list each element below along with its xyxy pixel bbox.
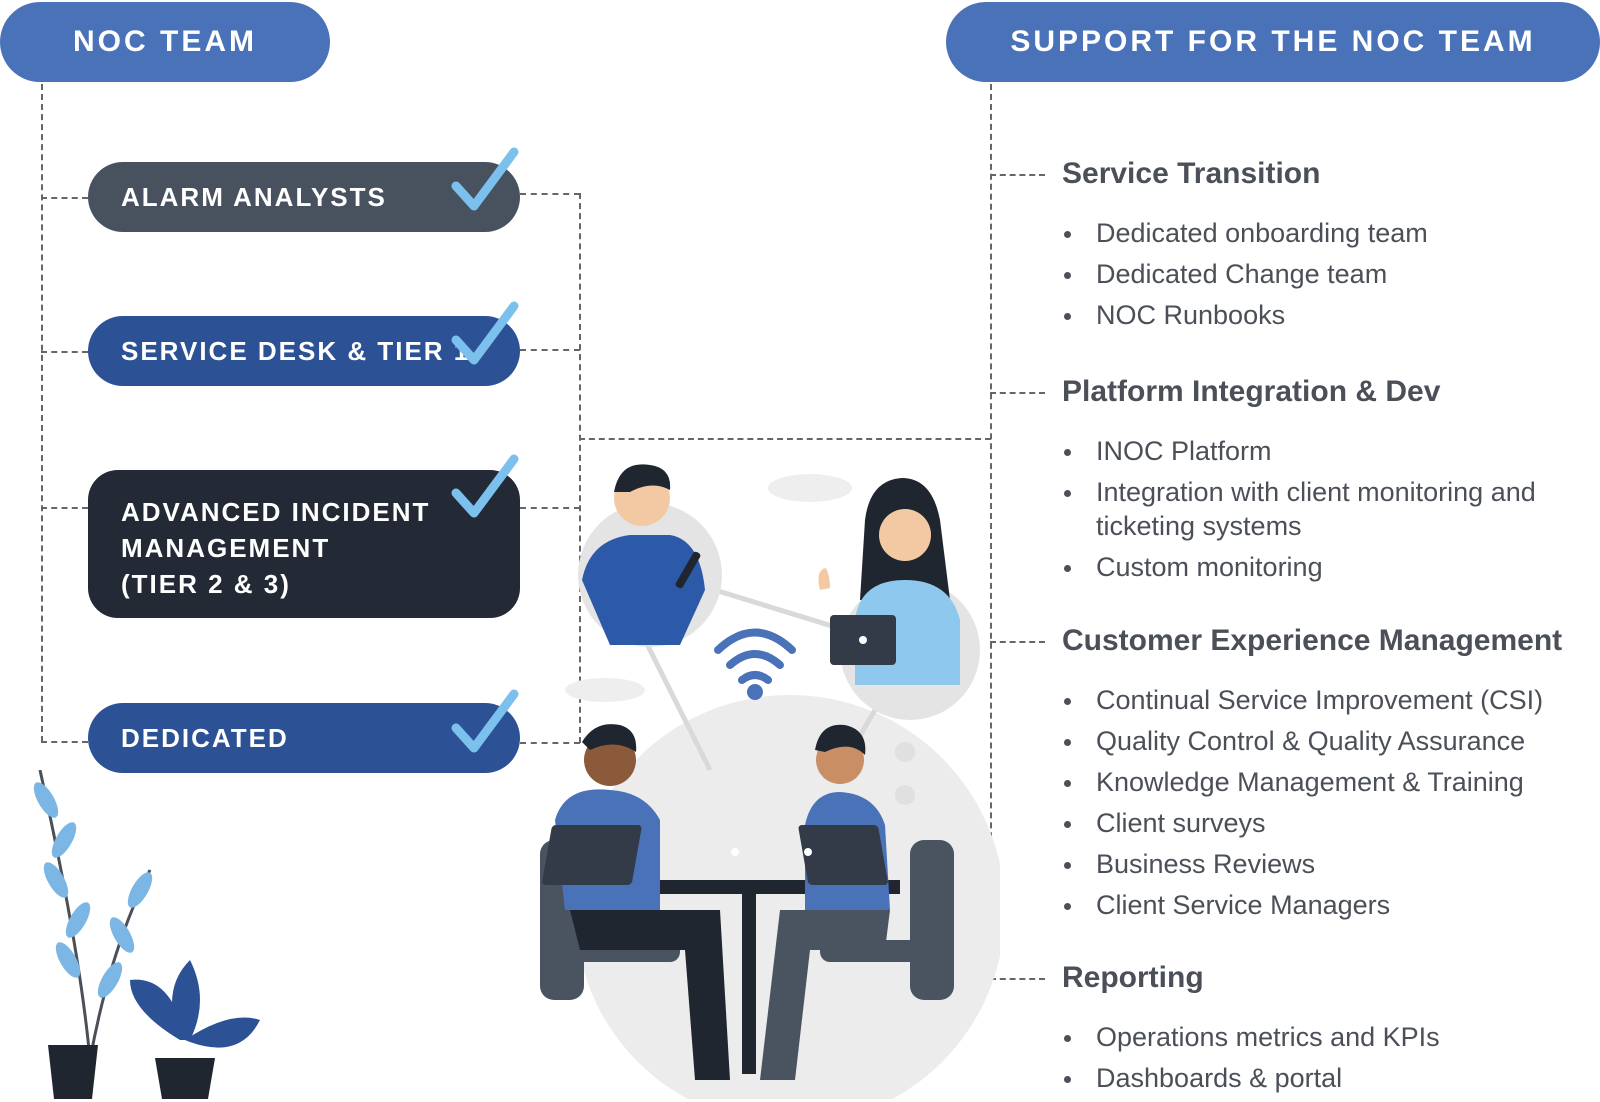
- noc-connector-vertical: [41, 84, 43, 742]
- list-item: Integration with client monitoring and t…: [1062, 475, 1542, 543]
- section-title-cx: Customer Experience Management: [1062, 624, 1563, 657]
- checkmark-icon: [451, 301, 519, 365]
- list-item: Knowledge Management & Training: [1062, 765, 1543, 799]
- connector-cx: [990, 641, 1045, 643]
- platform-list: INOC Platform Integration with client mo…: [1062, 434, 1542, 591]
- person-illustration: [760, 724, 954, 1080]
- connector-alarm: [41, 197, 88, 199]
- wifi-icon: [714, 628, 796, 700]
- background-circle: [575, 695, 1000, 1099]
- noc-team-header: NOC TEAM: [0, 2, 330, 82]
- team-illustration: [540, 464, 1000, 1099]
- connector-reporting: [990, 978, 1045, 980]
- person-illustration: [818, 478, 980, 720]
- phone-icon: [675, 551, 701, 589]
- person-illustration: [578, 464, 722, 647]
- connector-advanced: [41, 507, 88, 509]
- connector-right-alarm: [520, 193, 580, 195]
- checkmark-icon: [451, 689, 519, 753]
- section-title-service-transition: Service Transition: [1062, 157, 1321, 190]
- connector-right-dedicated: [520, 742, 580, 744]
- role-label: DEDICATED: [121, 722, 289, 753]
- role-label: (TIER 2 & 3): [121, 569, 291, 599]
- laptop-icon: [798, 825, 888, 885]
- connector-service-transition: [990, 174, 1045, 176]
- role-label: SERVICE DESK & TIER 1: [121, 335, 471, 366]
- connector-right-service: [520, 349, 580, 351]
- cx-list: Continual Service Improvement (CSI) Qual…: [1062, 683, 1543, 929]
- list-item: Operations metrics and KPIs: [1062, 1020, 1440, 1054]
- role-dedicated: DEDICATED: [88, 703, 520, 773]
- role-label: ALARM ANALYSTS: [121, 181, 387, 212]
- checkmark-icon: [451, 147, 519, 211]
- noc-right-vertical: [579, 193, 581, 743]
- connector-service: [41, 351, 88, 353]
- connector-platform: [990, 392, 1045, 394]
- list-item: Client Service Managers: [1062, 888, 1543, 922]
- connector-right-advanced: [520, 507, 580, 509]
- role-label: MANAGEMENT: [121, 533, 331, 563]
- bridge-connector: [579, 438, 991, 440]
- list-item: Dedicated Change team: [1062, 257, 1428, 291]
- list-item: Business Reviews: [1062, 847, 1543, 881]
- list-item: Custom monitoring: [1062, 550, 1542, 584]
- laptop-icon: [542, 825, 642, 885]
- support-header: SUPPORT FOR THE NOC TEAM: [946, 2, 1600, 82]
- list-item: NOC Runbooks: [1062, 298, 1428, 332]
- service-transition-list: Dedicated onboarding team Dedicated Chan…: [1062, 216, 1428, 339]
- list-item: Dashboards & portal: [1062, 1061, 1440, 1095]
- list-item: Continual Service Improvement (CSI): [1062, 683, 1543, 717]
- cloud-icon: [565, 678, 645, 702]
- checkmark-icon: [451, 454, 519, 518]
- list-item: Client surveys: [1062, 806, 1543, 840]
- role-service-desk: SERVICE DESK & TIER 1: [88, 316, 520, 386]
- list-item: INOC Platform: [1062, 434, 1542, 468]
- person-illustration: [540, 724, 739, 1080]
- cloud-icon: [768, 474, 852, 502]
- plant-icon: [33, 770, 260, 1099]
- list-item: Dedicated onboarding team: [1062, 216, 1428, 250]
- role-alarm-analysts: ALARM ANALYSTS: [88, 162, 520, 232]
- list-item: Quality Control & Quality Assurance: [1062, 724, 1543, 758]
- role-label: ADVANCED INCIDENT: [121, 497, 431, 527]
- section-title-reporting: Reporting: [1062, 961, 1204, 994]
- connector-dedicated: [41, 741, 88, 743]
- reporting-list: Operations metrics and KPIs Dashboards &…: [1062, 1020, 1440, 1102]
- noc-team-header-label: NOC TEAM: [73, 25, 257, 58]
- role-advanced-incident: ADVANCED INCIDENT MANAGEMENT (TIER 2 & 3…: [88, 470, 520, 618]
- support-connector-vertical: [990, 84, 992, 978]
- section-title-platform: Platform Integration & Dev: [1062, 375, 1441, 408]
- support-header-label: SUPPORT FOR THE NOC TEAM: [1010, 25, 1536, 58]
